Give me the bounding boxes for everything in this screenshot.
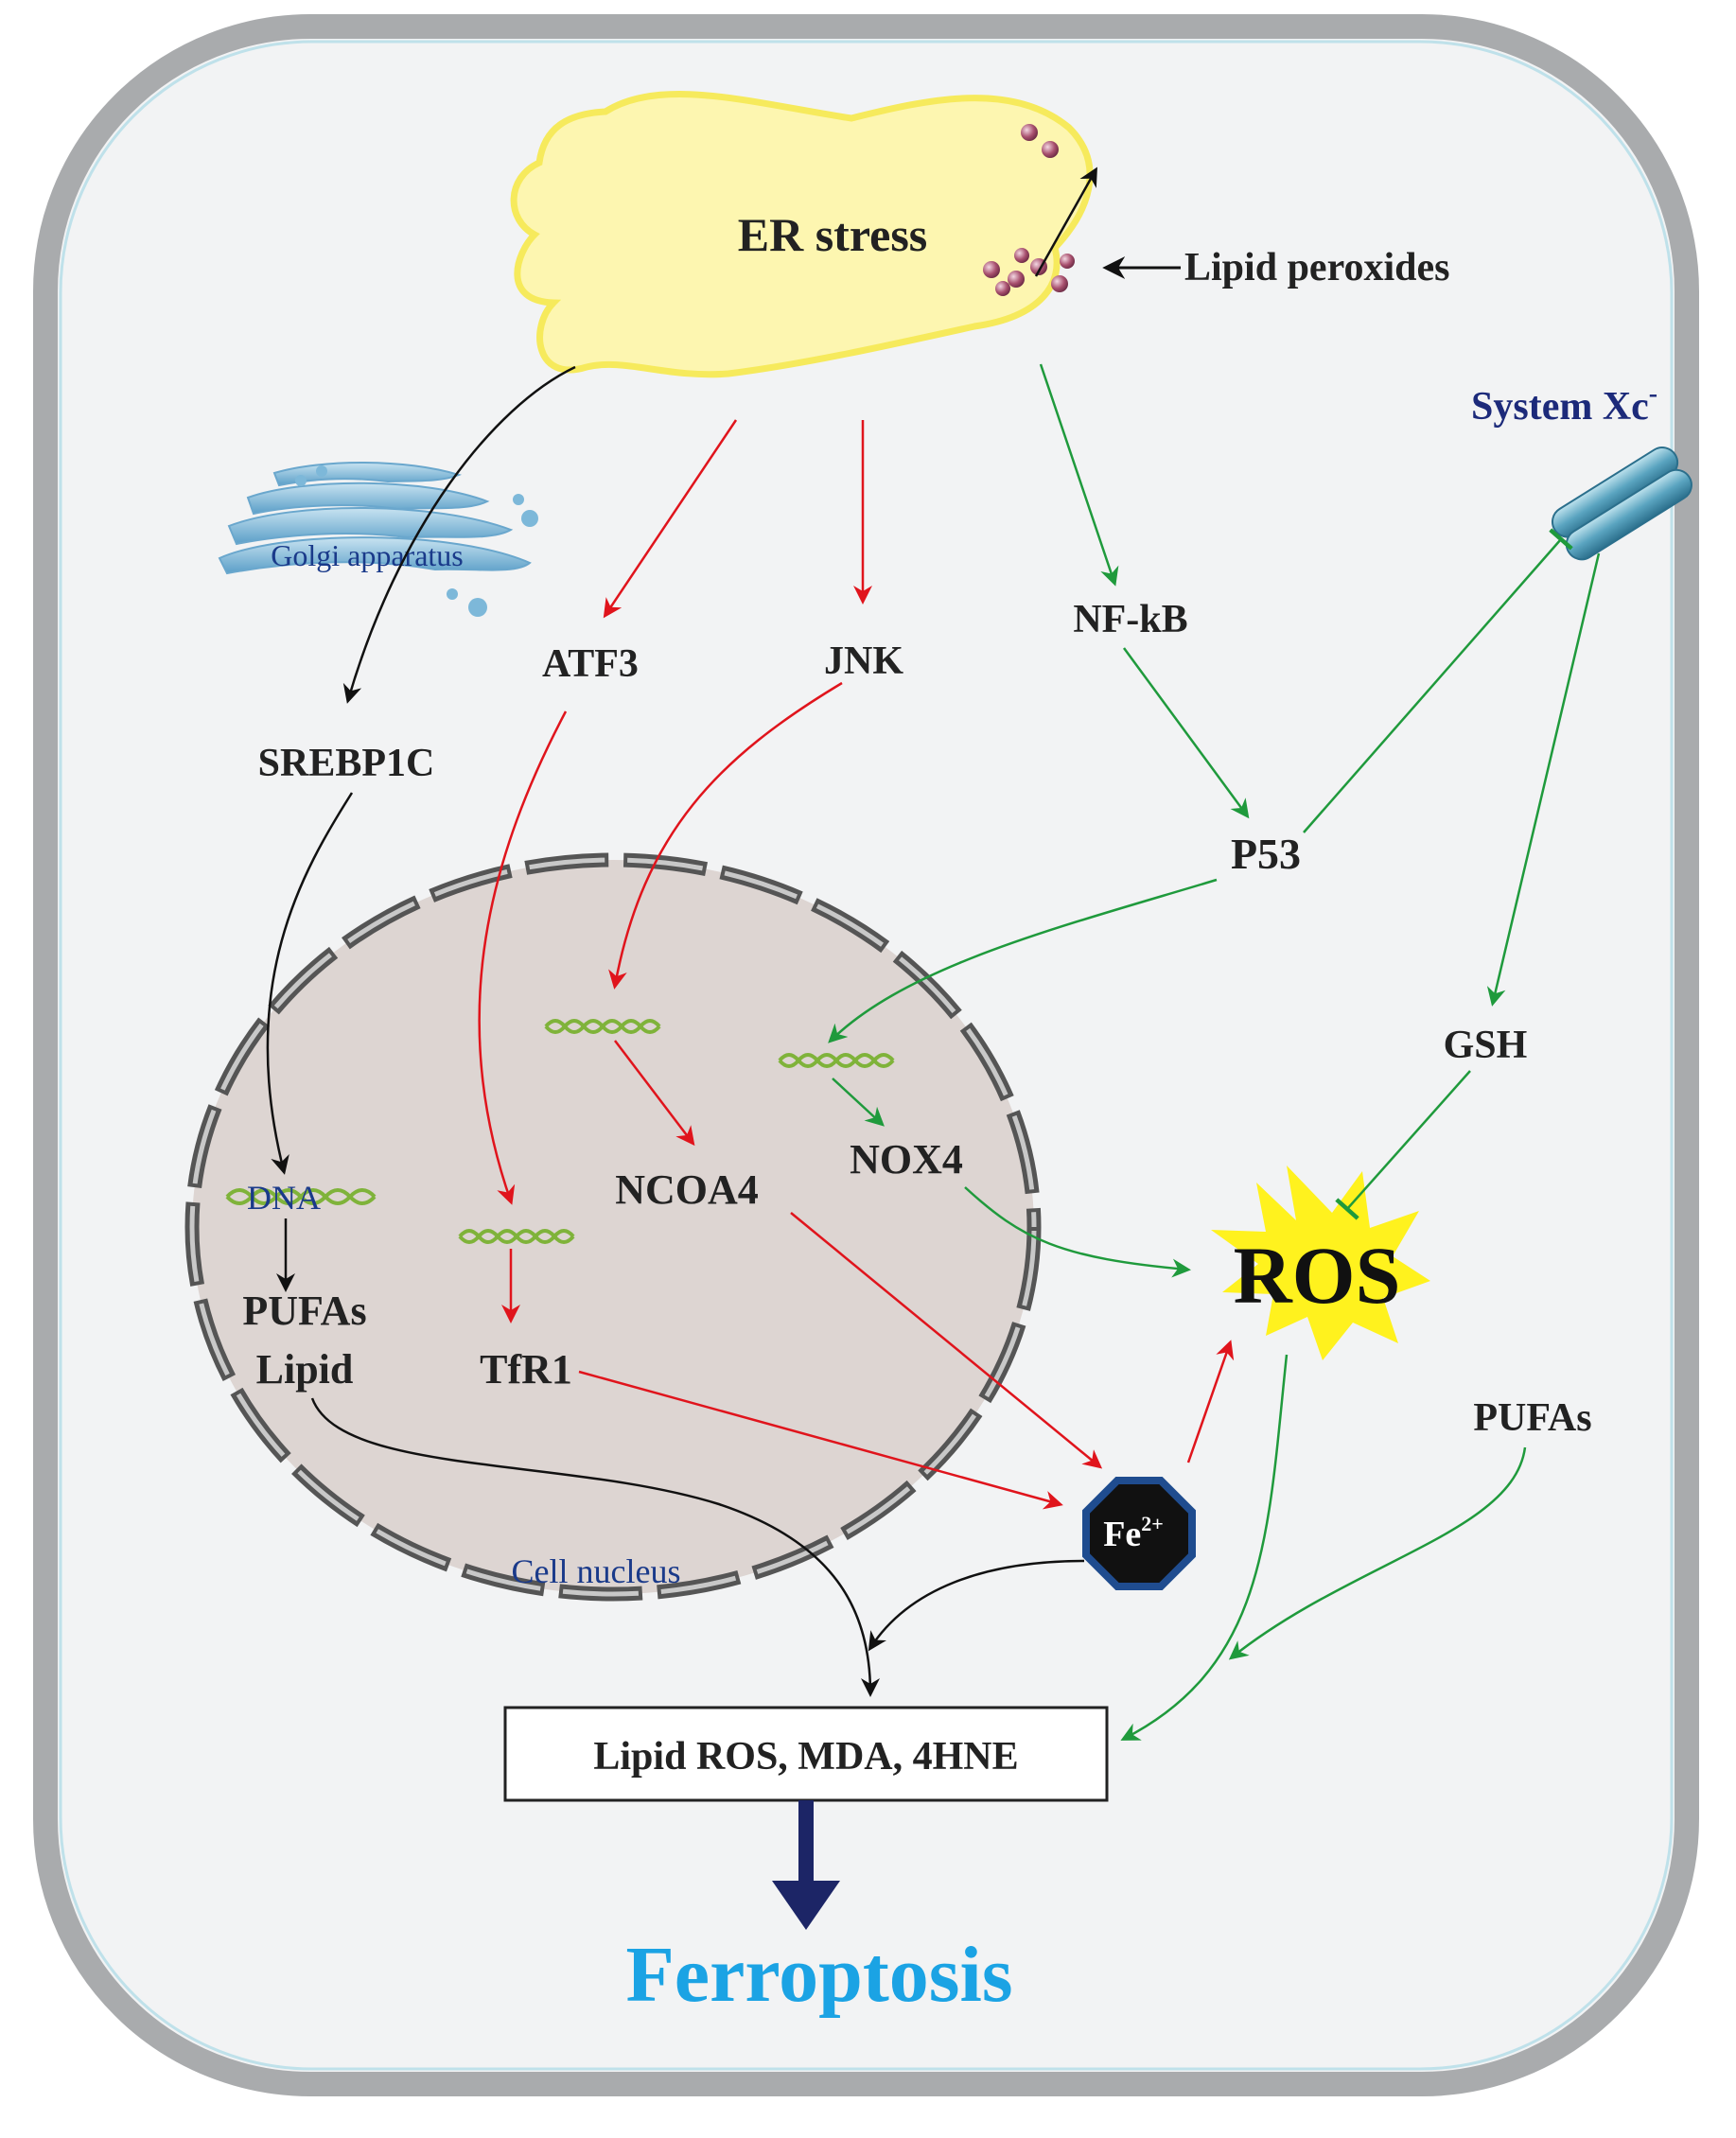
lipid-to-box-arrow	[310, 1397, 880, 1697]
cell-nucleus	[184, 852, 1042, 1602]
fe-octagon-icon	[1082, 1477, 1196, 1590]
nox4-label: NOX4	[850, 1136, 963, 1183]
srebp1c-label: SREBP1C	[258, 742, 435, 785]
er-to-srebp1c-arrow	[342, 365, 576, 704]
atf3-to-dna-arrow	[478, 710, 568, 1205]
to-ferroptosis-arrowhead	[772, 1881, 840, 1930]
p53-to-system-xc-inhibition	[1303, 528, 1573, 833]
pufas-lipid-label-2: Lipid	[256, 1346, 354, 1393]
er-stress-label: ER stress	[738, 208, 927, 261]
dna-helix-icon-p53	[778, 1053, 895, 1068]
dna-helix-icon-jnk	[544, 1019, 661, 1034]
ncoa4-label: NCOA4	[615, 1166, 759, 1213]
nfkb-label: NF-kB	[1073, 598, 1187, 641]
dna-helix-icon-srebp	[225, 1188, 377, 1205]
system-xc-to-gsh-arrow	[1486, 552, 1601, 1007]
atf3-label: ATF3	[542, 642, 639, 686]
lipid-ros-box-label: Lipid ROS, MDA, 4HNE	[593, 1735, 1018, 1779]
nox4-to-ros-arrow	[964, 1186, 1191, 1278]
jnk-label: JNK	[824, 640, 903, 683]
fe-label: Fe2+	[1103, 1512, 1164, 1554]
cell-membrane-inner-line	[59, 40, 1674, 2071]
ncoa4-to-fe-arrow	[790, 1212, 1103, 1469]
golgi-label: Golgi apparatus	[271, 538, 464, 572]
lipid-peroxide-beads	[983, 124, 1075, 296]
fe-to-box-arrow	[868, 1559, 1085, 1652]
dna-helix-icon-atf3	[458, 1229, 575, 1244]
srebp1c-to-dna-arrow	[266, 792, 354, 1175]
system-xc-label: System Xc-	[1471, 379, 1657, 429]
ros-burst-icon	[1211, 1165, 1430, 1360]
p53-label: P53	[1231, 830, 1301, 878]
lipid-peroxides-label: Lipid peroxides	[1184, 246, 1449, 289]
lipid-ros-box	[503, 1706, 1109, 1802]
p53-to-dna-arrow	[828, 878, 1218, 1043]
er-shape	[510, 91, 1094, 378]
dna-to-ncoa4-arrow	[614, 1040, 695, 1147]
ros-label: ROS	[1234, 1230, 1401, 1321]
cell-nucleus-label: Cell nucleus	[512, 1552, 681, 1590]
tfr1-to-fe-arrow	[578, 1370, 1063, 1510]
bead-efflux-arrow	[1034, 166, 1097, 277]
er-to-atf3-arrow	[603, 419, 738, 619]
er-to-nfkb-arrow	[1039, 363, 1119, 587]
pufas-to-box-arrow	[1228, 1446, 1527, 1660]
ros-to-box-arrow	[1120, 1354, 1289, 1741]
dna-to-nox4-arrow	[832, 1078, 885, 1127]
ferroptosis-label: Ferroptosis	[625, 1931, 1012, 2019]
nfkb-to-p53-arrow	[1122, 647, 1250, 819]
fe-to-ros-arrow	[1186, 1340, 1235, 1463]
tfr1-label: TfR1	[480, 1346, 572, 1393]
jnk-to-dna-arrow	[608, 681, 843, 990]
pufas-lipid-label-1: PUFAs	[242, 1288, 366, 1334]
golgi-apparatus-icon	[218, 462, 538, 617]
gsh-to-ros-inhibition	[1335, 1070, 1471, 1220]
system-xc-transporter-icon	[1552, 447, 1692, 561]
gsh-label: GSH	[1444, 1024, 1528, 1067]
dna-label: DNA	[247, 1179, 321, 1217]
pufas-label: PUFAs	[1473, 1396, 1591, 1440]
